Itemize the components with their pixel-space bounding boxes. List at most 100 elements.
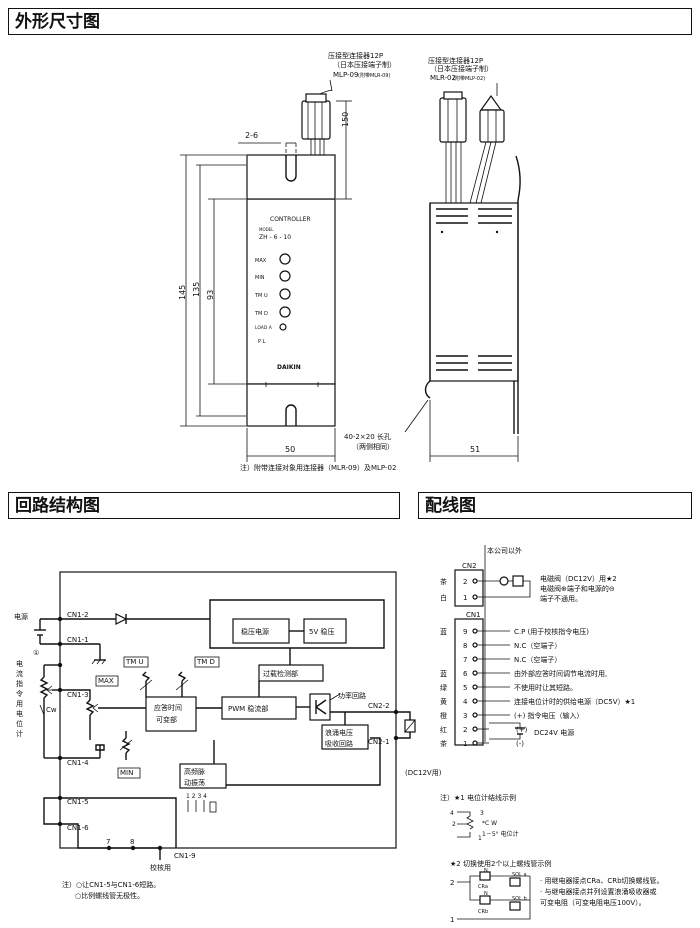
svg-text:3: 3 — [480, 810, 484, 817]
conn2-label-3-note: (附带MLP-02) — [453, 75, 485, 82]
conn1-label-3-note: (附带MLR-09) — [358, 72, 390, 79]
cn1-terminal — [472, 670, 478, 676]
panel-model: ZH - 6 - 10 — [259, 234, 291, 241]
cn2-row-1-color: 白 — [440, 593, 447, 602]
dim-93: 93 — [206, 290, 215, 300]
svg-text:可变电阻（可变电阻电压100V）。: 可变电阻（可变电阻电压100V）。 — [540, 898, 646, 907]
cn2-1-label: CN2-1 — [368, 738, 390, 746]
controller-body — [246, 198, 336, 385]
dither-label-1: 高频脉 — [184, 767, 205, 776]
svg-text:令: 令 — [16, 689, 23, 698]
sw-solb-label: SOL b — [512, 896, 527, 902]
pot-vertical-label: 电 流 指 令 用 电 位 计 — [16, 659, 23, 738]
svg-text:2: 2 — [452, 821, 456, 828]
surge-label-1: 浪涌电压 — [325, 728, 353, 737]
cn1-terminal — [472, 684, 478, 690]
svg-text:用: 用 — [16, 700, 23, 708]
cn1-row-color: 黄 — [440, 697, 447, 706]
pot-cw-label: *C W — [482, 820, 497, 827]
dither-box — [179, 763, 227, 789]
pin-7-label: 7 — [106, 838, 110, 846]
circuit-diagram: 电源 ① 电 流 指 令 用 电 位 计 Cw CN1-2 CN — [14, 571, 442, 900]
svg-text:1: 1 — [478, 835, 482, 842]
power-label: 电源 — [14, 612, 28, 621]
brand-logo: DAIKIN — [277, 364, 301, 371]
svg-text:流: 流 — [16, 669, 23, 678]
dither-label-2: 动振荡 — [184, 778, 205, 787]
cn1-terminal — [472, 642, 478, 648]
svg-text:电: 电 — [16, 659, 23, 668]
response-time-label-1: 应答时间 — [154, 703, 182, 712]
hole-note-2: （两侧相同） — [352, 442, 394, 451]
cn2-description: 电磁阀（DC12V）用★2 电磁阀⊕端子和电源的⊖ 端子不通用。 — [540, 574, 617, 603]
sw-cra-label: CRa — [478, 884, 488, 890]
dim-50: 50 — [285, 445, 295, 454]
svg-text:电磁阀⊕端子和电源的⊖: 电磁阀⊕端子和电源的⊖ — [540, 584, 615, 593]
outside-company-label: 本公司以外 — [487, 546, 522, 555]
conn2-label-2: （日本压接端子制） — [430, 64, 493, 73]
circuit-section-header: 回路结构图 — [8, 492, 400, 519]
circle-1-label: ① — [33, 649, 39, 657]
panel-title: CONTROLLER — [270, 216, 311, 223]
svg-text:电磁阀（DC12V）用★2: 电磁阀（DC12V）用★2 — [540, 574, 617, 583]
led-load — [279, 323, 287, 331]
cn1-4-label: CN1-4 — [67, 759, 89, 767]
cn1-row-desc: N.C（空端子） — [514, 655, 561, 664]
max-label: MAX — [98, 677, 114, 685]
sw-pin-2-label: 2 — [450, 879, 454, 887]
cn1-terminal — [472, 628, 478, 634]
cn1-row-desc: N.C（空端子） — [514, 641, 561, 650]
cn2-row-2-pin: 2 — [463, 578, 467, 586]
knob-min — [279, 270, 291, 282]
cn1-row-desc: 不使用时让其短路。 — [514, 683, 577, 692]
cn2-header: CN2 — [462, 562, 477, 570]
stabilized-power-label: 稳压电源 — [241, 627, 269, 636]
svg-text:计: 计 — [16, 729, 23, 738]
sw-n-label-1: N — [484, 868, 488, 874]
cn1-terminal — [472, 726, 478, 732]
panel-knob-max-label: MAX — [255, 258, 267, 264]
vents-bottom — [436, 355, 512, 371]
cn1-terminal — [472, 656, 478, 662]
dc12v-label: (DC12V用) — [405, 769, 442, 777]
cn1-row-pin: 7 — [463, 656, 467, 664]
cn1-row-pin: 6 — [463, 670, 468, 678]
side-body — [429, 202, 519, 382]
cn1-row-pin: 4 — [463, 698, 468, 706]
power-circuit-label: 功率回路 — [338, 691, 366, 700]
cn1-row-color: 蓝 — [440, 627, 447, 636]
cn1-terminal — [472, 712, 478, 718]
cn1-row-color: 茶 — [440, 739, 447, 748]
panel-knob-tmd-label: TM D — [254, 311, 268, 317]
panel-led-load-label: LOAD A — [255, 325, 273, 331]
conn2-label-3: MLR-02 — [430, 74, 456, 82]
5v-regulator-label: 5V 稳压 — [309, 627, 334, 636]
cw-label: Cw — [46, 706, 57, 714]
cn1-row-desc: (+) — [516, 726, 528, 734]
front-connector — [301, 93, 331, 140]
cn1-row-pin: 2 — [463, 726, 467, 734]
side-connector-left — [439, 91, 467, 143]
panel-model-label: MODEL — [259, 227, 274, 232]
wiring-diagram: 本公司以外 CN2 茶 2 白 1 电磁阀（DC12V）用★2 电磁阀⊕端子和电… — [440, 545, 664, 924]
side-connector-right — [479, 94, 505, 143]
cn1-row-desc: 由外部应答时间调节电流时用, — [514, 669, 607, 678]
side-view: 压接型连接器12P （日本压接端子制） MLR-02 (附带MLP-02) — [344, 56, 521, 462]
cn1-row-color: 橙 — [440, 711, 447, 720]
cn1-5-label: CN1-5 — [67, 798, 89, 806]
sw-sola-label: SOL a — [512, 872, 527, 878]
cn2-row-2-color: 茶 — [440, 577, 447, 586]
svg-text:指: 指 — [16, 679, 23, 688]
cn1-row-pin: 3 — [463, 712, 467, 720]
dc24-label: DC24V 电源 — [534, 728, 574, 737]
dim-2-6: 2-6 — [245, 131, 258, 140]
circuit-note-1: 注）○让CN1-5与CN1-6短路。 — [62, 880, 160, 889]
pin-8-label: 8 — [130, 838, 134, 846]
conn1-label-2: （日本压接端子制） — [333, 60, 396, 69]
svg-text:· 用继电器接点CRa、CRb切换螺线管。: · 用继电器接点CRa、CRb切换螺线管。 — [540, 876, 664, 885]
cn1-2-label: CN1-2 — [67, 611, 89, 619]
body-top-flange — [246, 154, 336, 200]
conn1-label-3: MLP-09 — [333, 71, 358, 79]
sw-n-label-2: N — [484, 891, 488, 897]
